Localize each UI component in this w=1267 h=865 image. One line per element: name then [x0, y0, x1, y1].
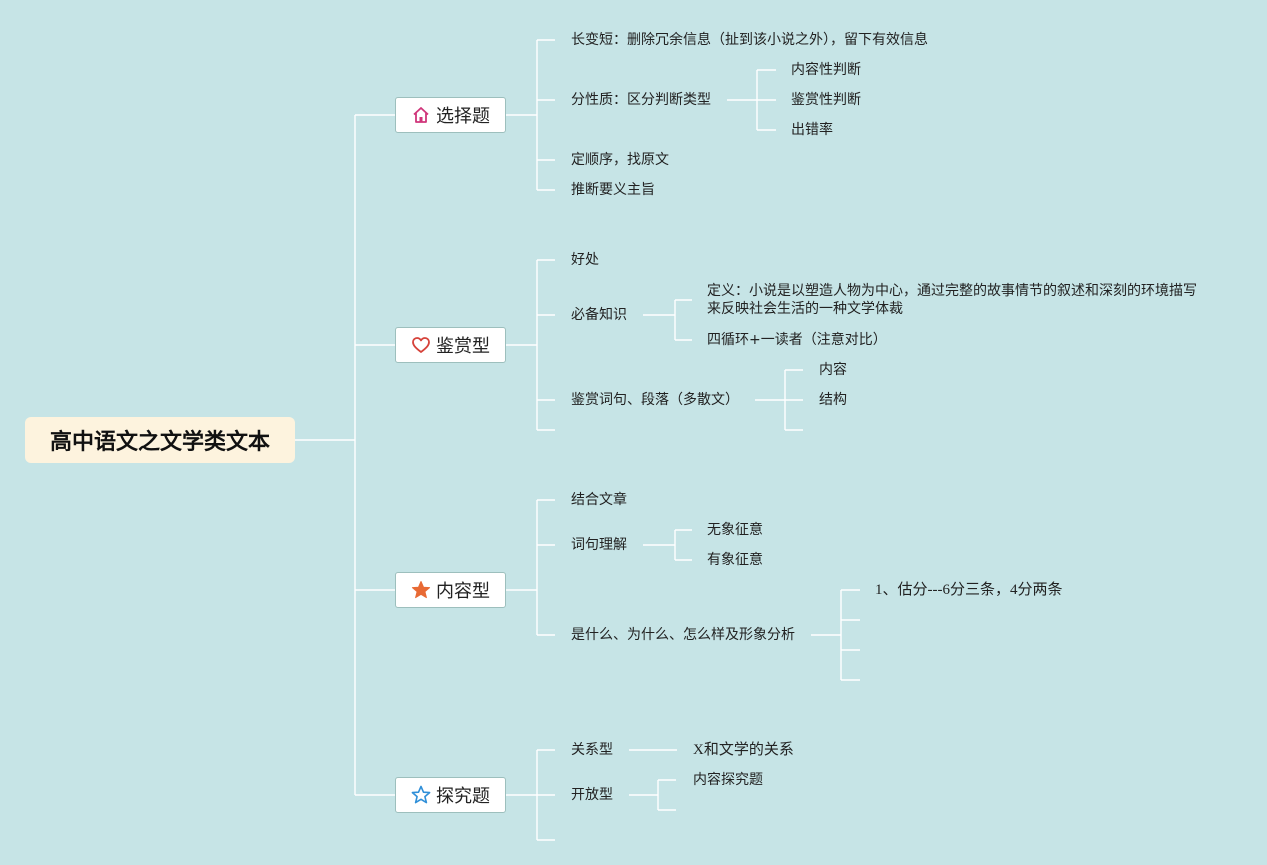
- word-item-symbol[interactable]: 有象征意: [707, 552, 763, 568]
- branch-label: 鉴赏型: [436, 336, 490, 357]
- choice-item-classify[interactable]: 分性质：区分判断类型: [571, 92, 711, 108]
- content-item-word-understanding[interactable]: 词句理解: [571, 537, 627, 553]
- branch-label: 内容型: [436, 581, 490, 602]
- appreciation-item-words-paragraphs[interactable]: 鉴赏词句、段落（多散文）: [571, 392, 739, 408]
- star-outline-icon: [411, 785, 431, 805]
- branch-label: 探究题: [436, 786, 490, 807]
- root-topic[interactable]: 高中语文之文学类文本: [25, 417, 295, 463]
- words-item-content[interactable]: 内容: [819, 362, 847, 378]
- exploration-item-open[interactable]: 开放型: [571, 787, 613, 803]
- classify-item-error-rate[interactable]: 出错率: [791, 122, 833, 138]
- branch-appreciation[interactable]: 鉴赏型: [395, 327, 506, 363]
- house-icon: [411, 105, 431, 125]
- choice-item-shorten[interactable]: 长变短：删除冗余信息（扯到该小说之外），留下有效信息: [571, 32, 928, 48]
- content-item-combine-text[interactable]: 结合文章: [571, 492, 627, 508]
- appreciation-item-benefits[interactable]: 好处: [571, 252, 599, 268]
- knowledge-item-four-cycles[interactable]: 四循环+一读者（注意对比）: [707, 332, 887, 348]
- appreciation-item-knowledge[interactable]: 必备知识: [571, 307, 627, 323]
- what-item-scoring[interactable]: 1、估分---6分三条，4分两条: [875, 582, 1063, 598]
- content-item-what-why-how[interactable]: 是什么、为什么、怎么样及形象分析: [571, 627, 795, 643]
- knowledge-item-definition[interactable]: 定义：小说是以塑造人物为中心，通过完整的故事情节的叙述和深刻的环境描写来反映社会…: [707, 283, 1197, 317]
- classify-item-appreciation[interactable]: 鉴赏性判断: [791, 92, 861, 108]
- choice-item-order[interactable]: 定顺序，找原文: [571, 152, 669, 168]
- branch-label: 选择题: [436, 106, 490, 127]
- root-title: 高中语文之文学类文本: [49, 430, 270, 455]
- choice-item-theme[interactable]: 推断要义主旨: [571, 182, 655, 198]
- classify-item-content[interactable]: 内容性判断: [791, 62, 861, 78]
- words-item-structure[interactable]: 结构: [819, 392, 847, 408]
- star-filled-icon: [411, 580, 431, 600]
- branch-content[interactable]: 内容型: [395, 572, 506, 608]
- exploration-item-relation[interactable]: 关系型: [571, 742, 613, 758]
- branch-exploration[interactable]: 探究题: [395, 777, 506, 813]
- open-item-content-inquiry[interactable]: 内容探究题: [693, 772, 763, 788]
- relation-item-x-literature[interactable]: X和文学的关系: [693, 742, 794, 758]
- branch-choice-questions[interactable]: 选择题: [395, 97, 506, 133]
- heart-icon: [411, 335, 431, 355]
- word-item-no-symbol[interactable]: 无象征意: [707, 522, 763, 538]
